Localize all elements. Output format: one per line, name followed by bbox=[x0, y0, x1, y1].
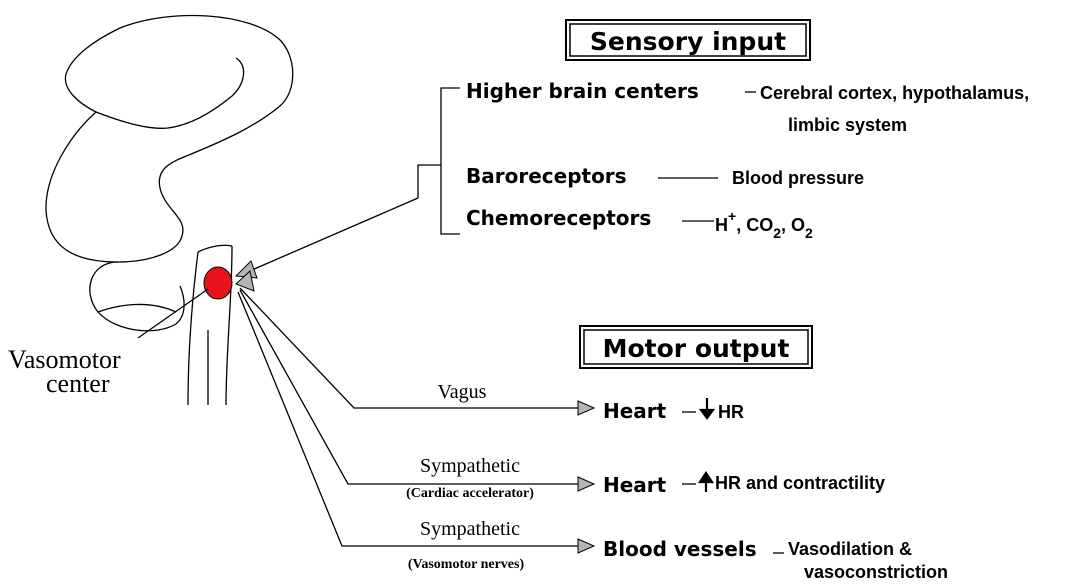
sympathetic-cardiac-label: Sympathetic bbox=[420, 455, 520, 477]
sympathetic-vasomotor-pathway bbox=[238, 292, 578, 546]
chemoreceptors-detail: H+, CO2, O2 bbox=[715, 208, 813, 241]
down-arrow-icon bbox=[701, 398, 713, 418]
sympathetic-vasomotor-label: Sympathetic bbox=[420, 518, 520, 540]
baroreceptors-label: Baroreceptors bbox=[466, 164, 627, 188]
sympathetic-vasomotor-arrowhead-icon bbox=[578, 539, 594, 553]
sensory-input-title: Sensory input bbox=[590, 27, 786, 56]
higher-brain-detail-2: limbic system bbox=[788, 115, 907, 135]
vasomotor-center-dot bbox=[204, 267, 232, 299]
vagus-target: Heart bbox=[603, 399, 667, 423]
sympathetic-cardiac-effect: HR and contractility bbox=[715, 473, 885, 493]
sensory-bracket bbox=[418, 88, 460, 234]
vasomotor-label-line2: center bbox=[46, 369, 110, 398]
vagus-arrowhead-icon bbox=[578, 401, 594, 415]
sympathetic-vasomotor-sublabel: (Vasomotor nerves) bbox=[408, 557, 525, 572]
sympathetic-cardiac-pathway bbox=[240, 290, 578, 484]
vasomotor-pointer-line bbox=[138, 289, 208, 338]
chemoreceptors-label: Chemoreceptors bbox=[466, 206, 651, 230]
sensory-arrow-line bbox=[252, 198, 418, 270]
vagus-pathway bbox=[240, 288, 578, 408]
up-arrow-icon bbox=[700, 473, 712, 492]
sensory-input-box: Sensory input bbox=[566, 20, 810, 60]
higher-brain-centers-label: Higher brain centers bbox=[466, 79, 699, 103]
vagus-effect: HR bbox=[718, 402, 744, 422]
sympathetic-vasomotor-effect-2: vasoconstriction bbox=[804, 562, 948, 582]
motor-output-box: Motor output bbox=[580, 326, 812, 368]
baroreceptors-detail: Blood pressure bbox=[732, 168, 864, 188]
sympathetic-cardiac-sublabel: (Cardiac accelerator) bbox=[406, 486, 534, 501]
sympathetic-vasomotor-effect-1: Vasodilation & bbox=[788, 539, 912, 559]
sympathetic-cardiac-arrowhead-icon bbox=[578, 477, 594, 491]
sympathetic-cardiac-target: Heart bbox=[603, 473, 667, 497]
sympathetic-vasomotor-target: Blood vessels bbox=[603, 537, 757, 561]
motor-output-title: Motor output bbox=[603, 334, 790, 363]
higher-brain-detail-1: Cerebral cortex, hypothalamus, bbox=[760, 83, 1029, 103]
vagus-label: Vagus bbox=[438, 381, 487, 403]
